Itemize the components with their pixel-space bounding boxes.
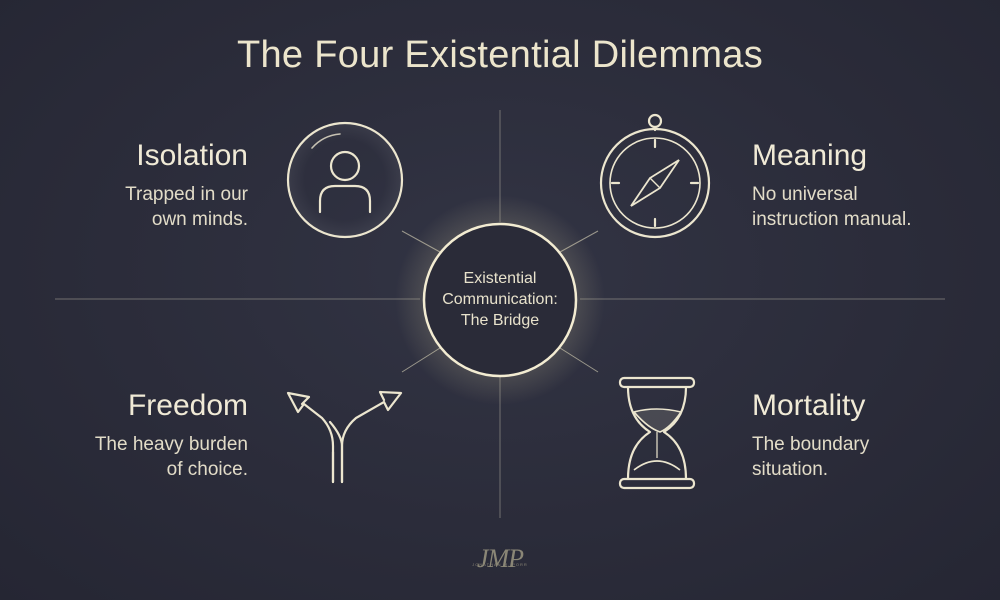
quadrant-mortality: Mortality The boundary situation. — [752, 388, 869, 482]
center-label-line: The Bridge — [460, 312, 540, 329]
description-line: The heavy burden — [94, 434, 248, 455]
quadrant-meaning: Meaning No universal instruction manual. — [752, 138, 911, 232]
center-circle — [422, 222, 578, 378]
center-label-line: Communication: — [442, 291, 558, 308]
description-line: situation. — [752, 459, 829, 480]
page-title: The Four Existential Dilemmas — [236, 34, 764, 76]
description-line: Trapped in our — [125, 184, 248, 205]
quadrant-description: The boundary situation. — [752, 432, 869, 482]
quadrant-description: The heavy burden of choice. — [95, 432, 248, 482]
description-line: own minds. — [151, 209, 248, 230]
logo-subtitle: JONATHAN M. PORR — [472, 562, 528, 567]
quadrant-freedom: Freedom The heavy burden of choice. — [95, 388, 248, 482]
center-label-line: Existential — [463, 270, 537, 287]
forking-arrows-icon — [286, 390, 403, 484]
center-label: Existential Communication: The Bridge — [420, 268, 580, 331]
logo-mark: JMP — [476, 544, 524, 573]
compass-icon — [599, 113, 711, 239]
description-line: No universal — [752, 184, 858, 205]
quadrant-isolation: Isolation Trapped in our own minds. — [125, 138, 248, 232]
description-line: The boundary — [752, 434, 870, 455]
hourglass-icon — [618, 376, 696, 490]
description-line: instruction manual. — [752, 209, 912, 230]
person-in-circle-icon — [286, 121, 404, 239]
logo: JMP JONATHAN M. PORR — [440, 544, 560, 573]
quadrant-heading: Isolation — [136, 139, 248, 172]
quadrant-heading: Mortality — [752, 389, 866, 422]
description-line: of choice. — [166, 459, 248, 480]
quadrant-heading: Meaning — [752, 139, 868, 172]
quadrant-description: No universal instruction manual. — [752, 182, 911, 232]
quadrant-heading: Freedom — [127, 389, 248, 422]
quadrant-description: Trapped in our own minds. — [125, 182, 248, 232]
